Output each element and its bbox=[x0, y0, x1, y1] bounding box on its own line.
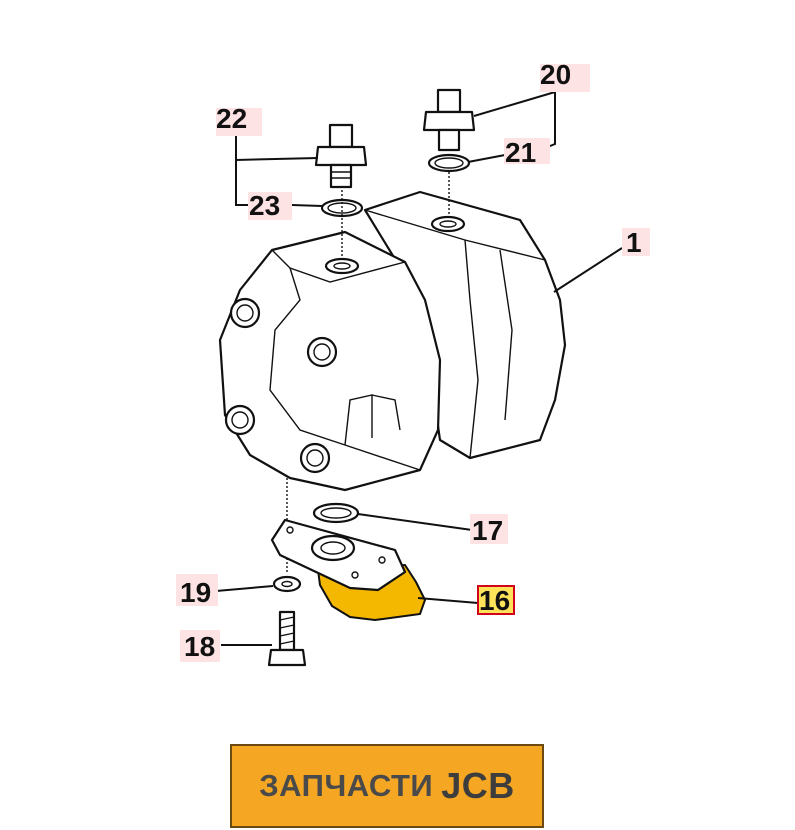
callout-bg bbox=[216, 108, 262, 136]
callout-22: 22 bbox=[216, 103, 247, 134]
callout-1: 1 bbox=[626, 227, 642, 258]
jcb-parts-banner[interactable]: ЗАПЧАСТИ JCB bbox=[230, 744, 544, 828]
fitting-22[interactable] bbox=[314, 123, 368, 189]
cover-bolt bbox=[306, 336, 338, 368]
banner-text: ЗАПЧАСТИ bbox=[259, 768, 434, 803]
callout-bg bbox=[176, 574, 218, 606]
callout-bg bbox=[622, 228, 650, 256]
flange-16[interactable] bbox=[270, 518, 427, 622]
washer-19[interactable] bbox=[272, 575, 302, 593]
callout-19: 19 bbox=[180, 577, 211, 608]
callout-bg bbox=[248, 192, 292, 220]
cover-bolt bbox=[299, 442, 331, 474]
callout-16-highlight-box bbox=[477, 585, 515, 615]
callout-21: 21 bbox=[505, 137, 536, 168]
callout-bg bbox=[504, 138, 550, 164]
cover-bolt bbox=[229, 297, 261, 329]
pump-body[interactable] bbox=[218, 190, 567, 492]
leader-lines bbox=[215, 90, 623, 646]
o-ring-17[interactable] bbox=[312, 502, 360, 524]
callout-23: 23 bbox=[249, 190, 280, 221]
jcb-logo: JCB bbox=[441, 765, 515, 806]
bolt-18[interactable] bbox=[267, 610, 307, 667]
callout-bg bbox=[540, 64, 590, 92]
callout-bg bbox=[470, 514, 508, 544]
cover-bolt bbox=[224, 404, 256, 436]
fitting-20[interactable] bbox=[422, 88, 476, 152]
callout-18: 18 bbox=[184, 631, 215, 662]
callout-16: 16 bbox=[479, 585, 510, 616]
callout-20: 20 bbox=[540, 59, 571, 90]
callout-17: 17 bbox=[472, 515, 503, 546]
callout-bg bbox=[180, 630, 220, 662]
